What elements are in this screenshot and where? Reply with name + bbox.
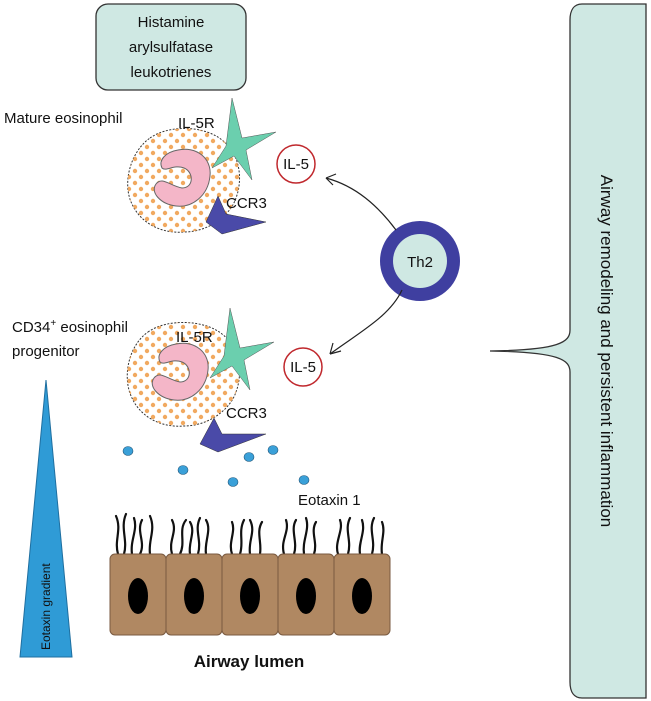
mature-eosinophil-cell (127, 128, 240, 233)
epithelial-nucleus (128, 578, 148, 614)
epithelial-nuclei (128, 578, 372, 614)
arrow-th2-to-mature-il5 (325, 177, 397, 231)
th2-label: Th2 (407, 254, 433, 271)
progenitor-ccr3-label: CCR3 (226, 405, 267, 422)
progenitor-il5r-star (209, 307, 275, 391)
mature-nucleus (153, 148, 211, 207)
cilia (114, 512, 385, 556)
eotaxin-molecules (122, 445, 310, 487)
eotaxin-dot (267, 445, 279, 455)
epithelial-nucleus (184, 578, 204, 614)
airway-lumen-label: Airway lumen (194, 652, 305, 671)
progenitor-eosinophil-cell (126, 322, 240, 427)
progenitor-il5r-label: IL-5R (176, 329, 213, 346)
eotaxin-dot (298, 475, 310, 485)
epithelial-cells (109, 553, 391, 636)
eotaxin-dot (227, 477, 239, 487)
mature-il5r-label: IL-5R (178, 115, 215, 132)
progenitor-il5-label: IL-5 (290, 359, 316, 376)
progenitor-title-line1: CD34+ eosinophil (12, 318, 128, 336)
progenitor-title-line2: progenitor (12, 343, 80, 360)
epithelial-nucleus (352, 578, 372, 614)
mature-ccr3-receptor (205, 195, 267, 235)
mediator-line-2: arylsulfatase (129, 39, 213, 56)
mature-il5-cytokine: IL-5 (276, 144, 316, 184)
epithelial-nucleus (240, 578, 260, 614)
mediator-line-3: leukotrienes (131, 64, 212, 81)
remodeling-brace (489, 3, 647, 699)
eotaxin-dot (243, 452, 255, 462)
eotaxin-label: Eotaxin 1 (298, 492, 361, 509)
eotaxin-dot (122, 446, 134, 456)
mediator-line-1: Histamine (138, 14, 205, 31)
eotaxin-dot (177, 465, 189, 475)
eotaxin-gradient-triangle (19, 379, 73, 658)
th2-cell: Th2 (380, 221, 460, 301)
airway-epithelium (109, 512, 391, 636)
mature-il5-label: IL-5 (283, 156, 309, 173)
epithelial-nucleus (296, 578, 316, 614)
mediator-box: Histamine arylsulfatase leukotrienes (95, 3, 247, 91)
mature-ccr3-label: CCR3 (226, 195, 267, 212)
mature-il5r-star (211, 97, 277, 181)
remodeling-label: Airway remodeling and persistent inflamm… (597, 175, 616, 527)
progenitor-ccr3-receptor (199, 417, 267, 453)
eotaxin-gradient-label: Eotaxin gradient (39, 563, 53, 650)
progenitor-nucleus (151, 342, 209, 401)
mature-eosinophil-title: Mature eosinophil (4, 110, 122, 127)
arrow-th2-to-progenitor-il5 (329, 289, 403, 355)
progenitor-il5-cytokine: IL-5 (283, 347, 323, 387)
